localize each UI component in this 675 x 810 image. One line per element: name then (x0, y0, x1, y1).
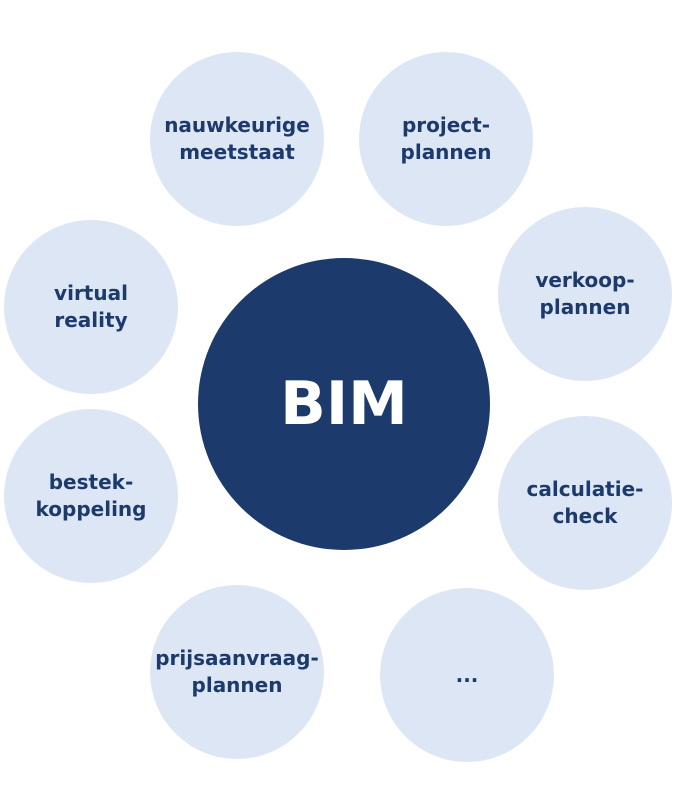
node-label: project- plannen (400, 113, 492, 164)
node-prijsaanvraagplannen: prijsaanvraag- plannen (150, 585, 324, 759)
node-bestekkoppeling: bestek- koppeling (4, 409, 178, 583)
node-projectplannen: project- plannen (359, 52, 533, 226)
node-calculatiecheck: calculatie- check (498, 416, 672, 590)
node-label: virtual reality (54, 281, 128, 332)
node-label: verkoop- plannen (535, 268, 635, 319)
node-label: bestek- koppeling (35, 470, 147, 521)
node-ellipsis: ... (380, 588, 554, 762)
node-label: calculatie- check (526, 477, 644, 528)
node-label: prijsaanvraag- plannen (155, 646, 319, 697)
node-label: ... (455, 662, 479, 687)
center-node-label: BIM (280, 369, 408, 439)
node-nauwkeurige-meetstaat: nauwkeurige meetstaat (150, 52, 324, 226)
node-virtual-reality: virtual reality (4, 220, 178, 394)
node-verkoopplannen: verkoop- plannen (498, 207, 672, 381)
node-label: nauwkeurige meetstaat (164, 113, 310, 164)
center-node-bim: BIM (198, 258, 490, 550)
